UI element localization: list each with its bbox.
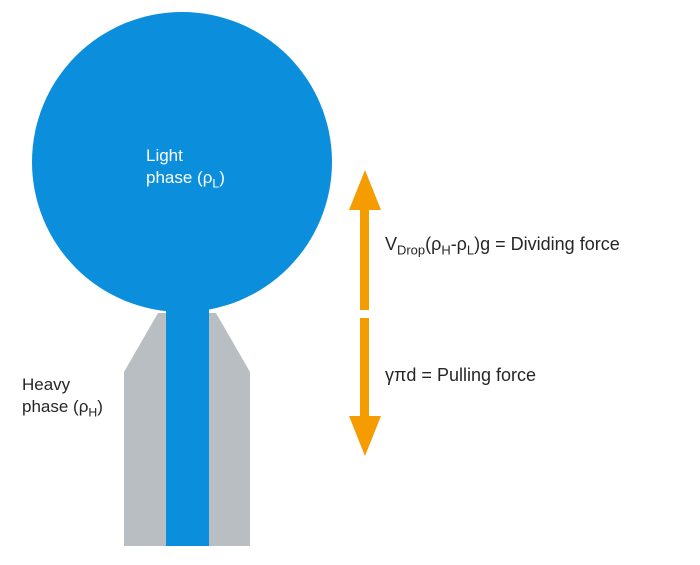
pulling-force-label: γπd = Pulling force — [385, 365, 536, 385]
heavy-phase-line2: phase (ρH) — [22, 397, 103, 420]
dividing-force-arrow — [349, 170, 381, 310]
dividing-force-label: VDrop(ρH-ρL)g = Dividing force — [385, 234, 620, 258]
light-phase-line1: Light — [146, 146, 183, 165]
light-phase-label: Light phase (ρL) — [146, 145, 225, 189]
heavy-phase-label: Heavy phase (ρH) — [22, 374, 103, 418]
heavy-phase-line1: Heavy — [22, 375, 71, 394]
light-phase-line2: phase (ρL) — [146, 168, 225, 191]
light-phase-drop — [32, 12, 332, 312]
light-phase-stream — [166, 300, 209, 546]
pulling-force-arrow — [349, 318, 381, 456]
